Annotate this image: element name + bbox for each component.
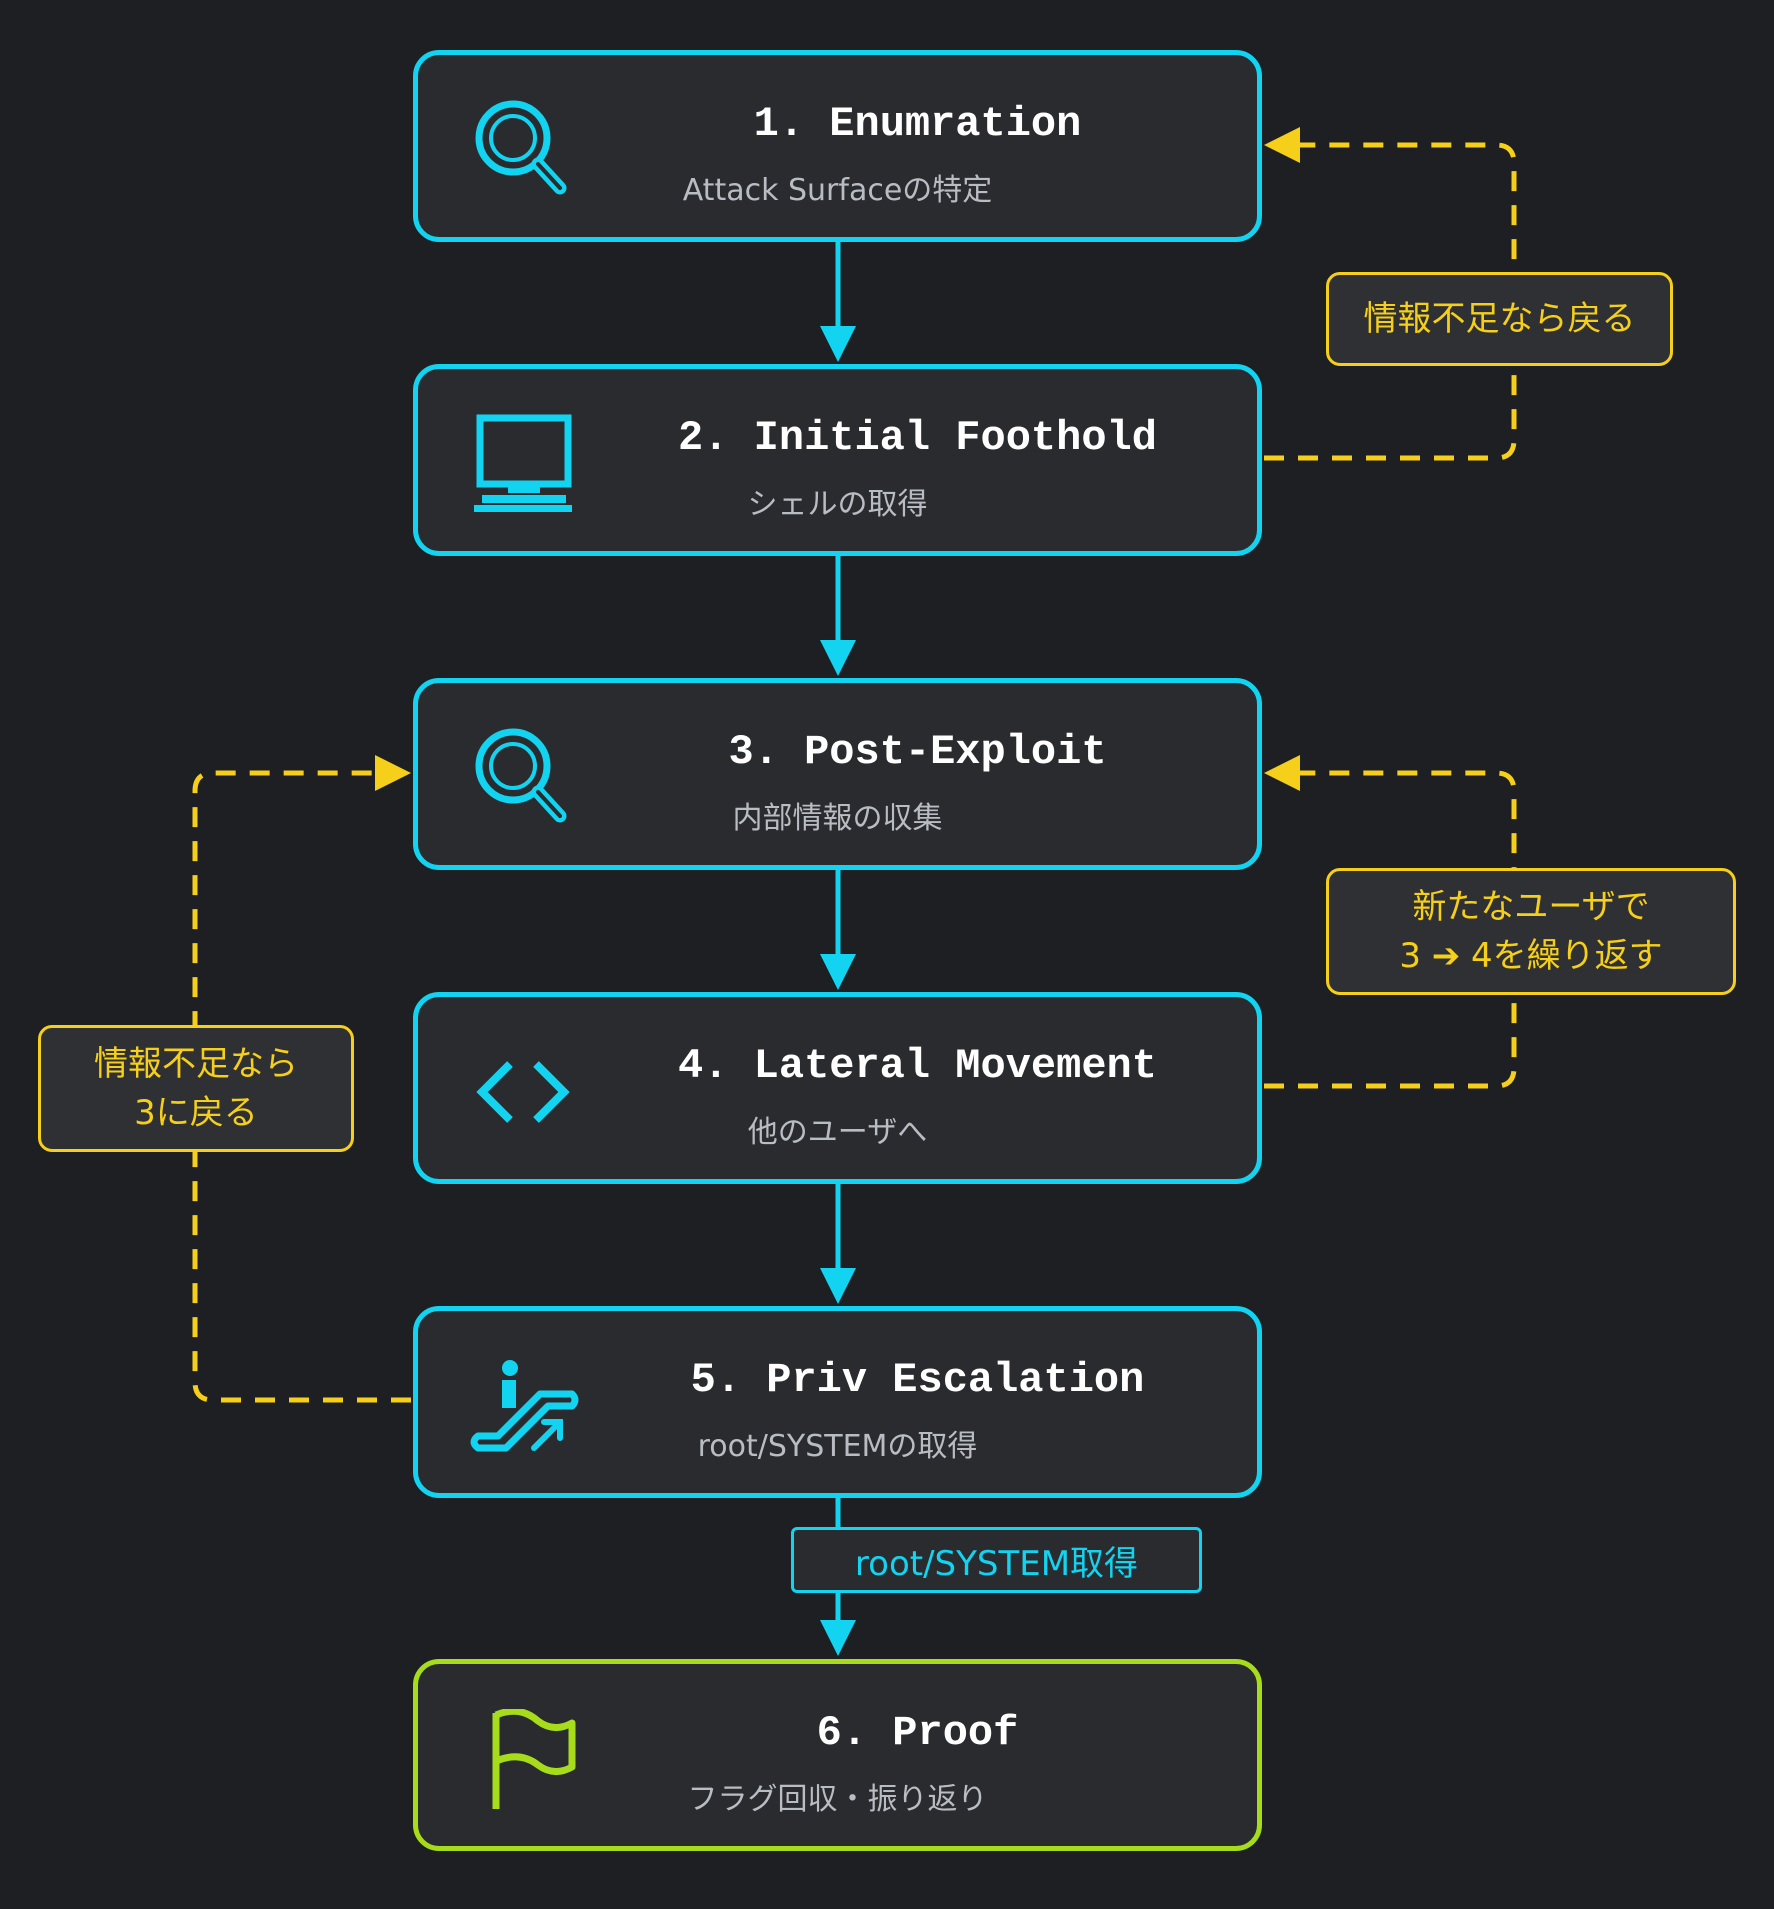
- step-subtitle: 内部情報の収集: [732, 801, 943, 836]
- note-back-to-step-1: 情報不足なら戻る: [1326, 272, 1673, 366]
- step-title: 3. Post-Exploit: [728, 728, 1107, 776]
- arrowhead-3: [820, 640, 856, 676]
- step-1-enumeration: 1. Enumration Attack Surfaceの特定: [413, 50, 1262, 242]
- escalator-up-icon: [470, 1360, 579, 1452]
- computer-monitor-icon: [474, 414, 572, 512]
- flag-icon: [492, 1709, 576, 1809]
- step-title: 4. Lateral Movement: [678, 1042, 1157, 1090]
- arrowhead-4: [820, 954, 856, 990]
- step-title: 2. Initial Foothold: [678, 414, 1157, 462]
- note-line: 情報不足なら戻る: [1363, 298, 1636, 339]
- note-back-to-step-3: 情報不足なら 3に戻る: [38, 1025, 354, 1152]
- arrowhead-2: [820, 326, 856, 362]
- step-subtitle: シェルの取得: [747, 487, 928, 522]
- step-2-initial-foothold: 2. Initial Foothold シェルの取得: [413, 364, 1262, 556]
- note-line: 3 ➔ 4を繰り返す: [1399, 935, 1663, 976]
- loop-4-to-3: [1264, 770, 1517, 1089]
- arrowhead-6: [820, 1620, 856, 1656]
- step-6-proof: 6. Proof フラグ回収・振り返り: [413, 1659, 1262, 1851]
- note-repeat-3-4: 新たなユーザで 3 ➔ 4を繰り返す: [1326, 868, 1736, 995]
- note-line: 新たなユーザで: [1412, 886, 1650, 927]
- step-title: 6. Proof: [816, 1709, 1019, 1757]
- step-4-lateral-movement: 4. Lateral Movement 他のユーザへ: [413, 992, 1262, 1184]
- arrowhead-5: [820, 1268, 856, 1304]
- step-title: 5. Priv Escalation: [690, 1356, 1145, 1404]
- note-line: 情報不足なら: [94, 1043, 298, 1084]
- step-5-priv-escalation: 5. Priv Escalation root/SYSTEMの取得: [413, 1306, 1262, 1498]
- edge-label-root-system: root/SYSTEM取得: [791, 1527, 1202, 1593]
- note-line: 3に戻る: [134, 1092, 258, 1133]
- step-subtitle: root/SYSTEMの取得: [697, 1429, 978, 1464]
- step-3-post-exploit: 3. Post-Exploit 内部情報の収集: [413, 678, 1262, 870]
- loop-arrowhead-3-right: [1264, 755, 1300, 791]
- loop-arrowhead-1: [1264, 127, 1300, 163]
- loop-2-to-1: [1264, 142, 1517, 461]
- step-subtitle: Attack Surfaceの特定: [682, 173, 993, 208]
- code-brackets-icon: [476, 1061, 570, 1123]
- step-subtitle: 他のユーザへ: [747, 1115, 928, 1150]
- loop-arrowhead-3-left: [375, 755, 411, 791]
- magnifier-icon: [475, 728, 567, 823]
- step-title: 1. Enumration: [753, 100, 1082, 148]
- step-subtitle: フラグ回収・振り返り: [687, 1782, 988, 1817]
- magnifier-icon: [475, 100, 567, 195]
